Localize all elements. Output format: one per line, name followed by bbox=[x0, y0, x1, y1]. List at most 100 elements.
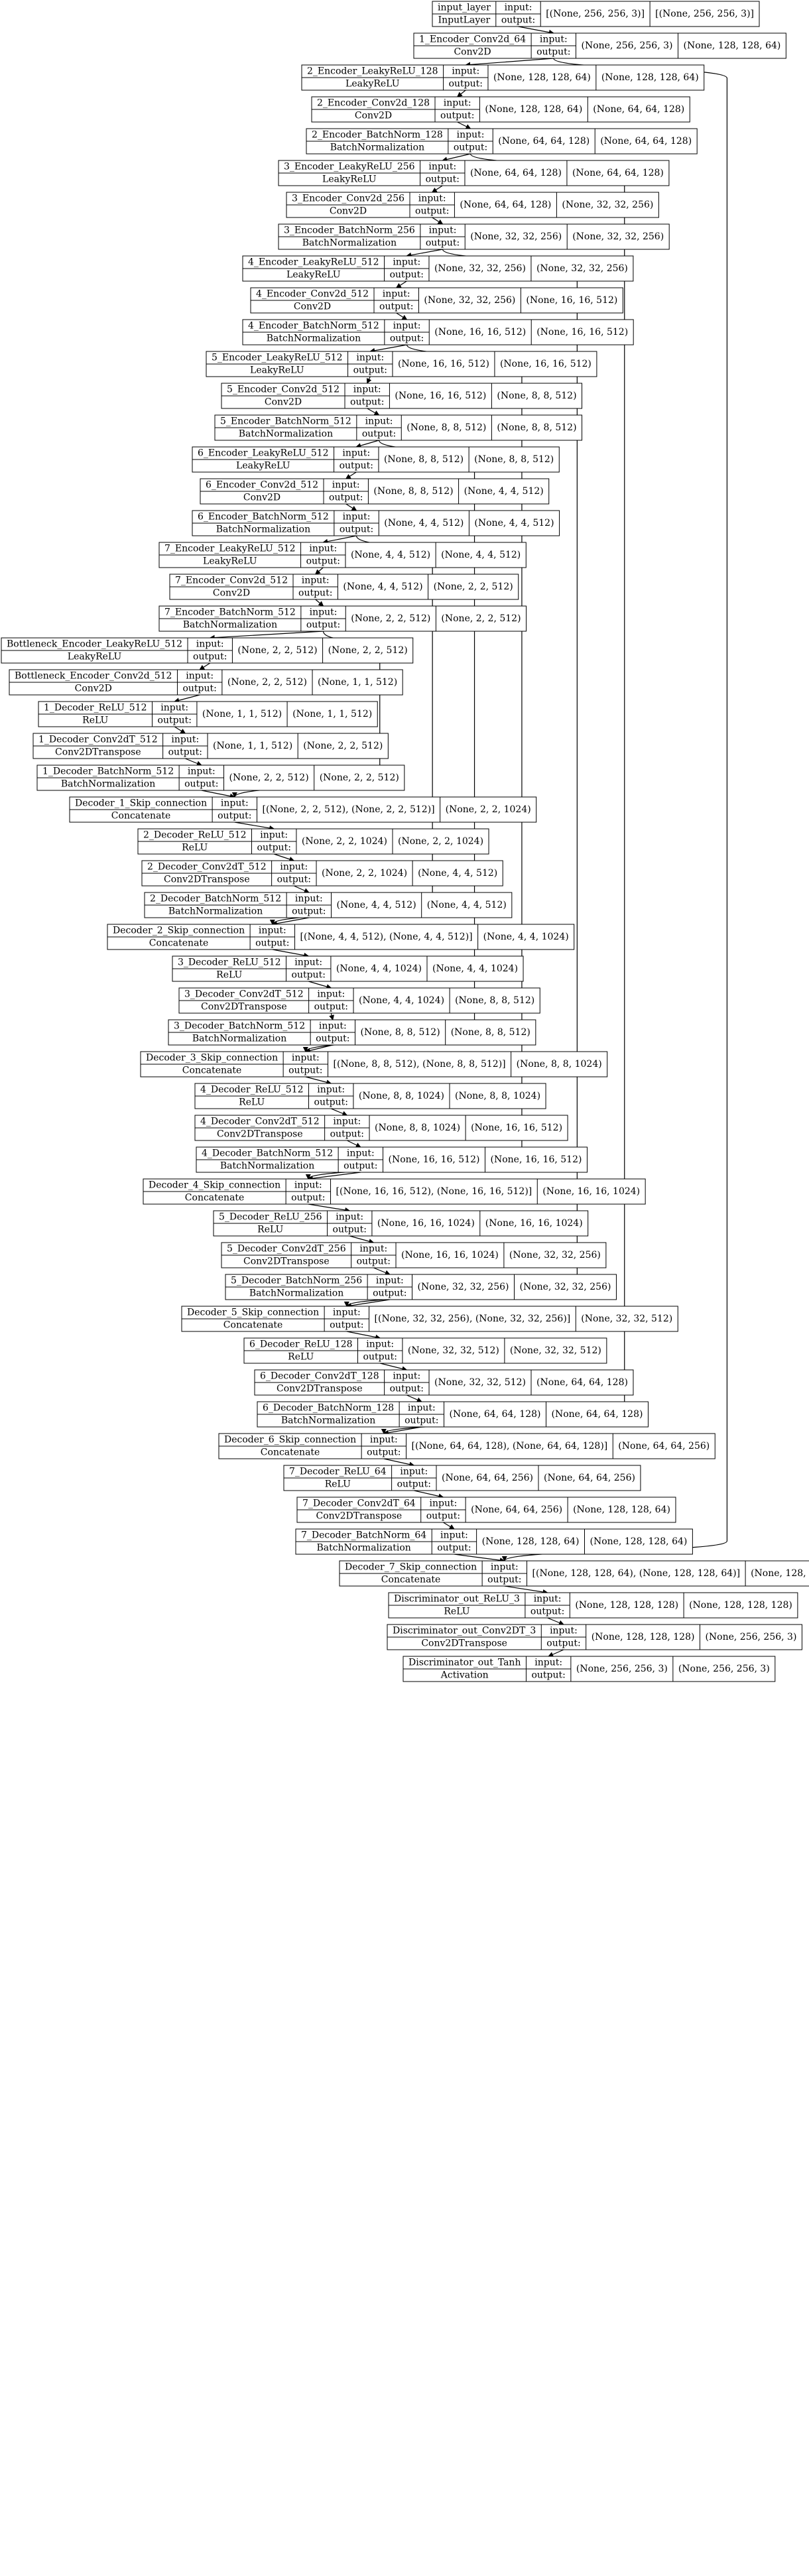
output-label: output: bbox=[390, 270, 424, 280]
layer-type: BatchNormalization bbox=[267, 334, 361, 344]
layer-name: 1_Decoder_ReLU_512 bbox=[44, 703, 147, 713]
edge-arrow bbox=[442, 153, 471, 162]
layer-name: input_layer bbox=[438, 3, 491, 13]
layer-node: 4_Decoder_ReLU_512ReLUinput:output:(None… bbox=[194, 1083, 546, 1109]
input-label: input: bbox=[440, 1530, 468, 1541]
output-shape: (None, 2, 2, 512) bbox=[303, 741, 383, 751]
layer-type: Conv2D bbox=[243, 493, 280, 503]
layer-type: Conv2D bbox=[75, 684, 112, 694]
output-shape: (None, 64, 64, 256) bbox=[544, 1473, 635, 1483]
output-label: output: bbox=[397, 1479, 431, 1490]
output-shape: (None, 256, 256, 3) bbox=[678, 1664, 770, 1674]
layer-node: 4_Encoder_LeakyReLU_512LeakyReLUinput:ou… bbox=[242, 255, 634, 282]
layer-type: BatchNormalization bbox=[239, 429, 333, 440]
input-label: input: bbox=[429, 225, 457, 236]
output-label: output: bbox=[390, 334, 424, 344]
layer-type: LeakyReLU bbox=[286, 270, 341, 280]
edge-arrow bbox=[355, 440, 379, 448]
node-frame bbox=[254, 1369, 634, 1396]
edge-arrow bbox=[174, 726, 186, 734]
layer-name: 4_Decoder_ReLU_512 bbox=[200, 1085, 304, 1095]
output-label: output: bbox=[357, 1257, 391, 1267]
layer-type: LeakyReLU bbox=[68, 652, 122, 662]
output-label: output: bbox=[454, 143, 487, 153]
layer-node: 5_Decoder_BatchNorm_256BatchNormalizatio… bbox=[225, 1274, 617, 1300]
input-label: input: bbox=[317, 1085, 345, 1095]
layer-name: Decoder_7_Skip_connection bbox=[345, 1562, 477, 1573]
layer-type: Conv2DTranspose bbox=[217, 1129, 303, 1140]
layer-node: 6_Encoder_Conv2d_512Conv2Dinput:output:(… bbox=[200, 478, 550, 505]
output-shape: (None, 2, 2, 512) bbox=[328, 645, 408, 656]
output-label: output: bbox=[218, 811, 251, 822]
edge-arrow bbox=[346, 1331, 381, 1340]
layer-name: 4_Encoder_Conv2d_512 bbox=[256, 289, 369, 300]
input-label: input: bbox=[310, 607, 338, 618]
input-label: input: bbox=[505, 3, 532, 13]
output-shape: (None, 4, 4, 1024) bbox=[432, 963, 518, 974]
input-shape: (None, 2, 2, 1024) bbox=[322, 868, 407, 879]
layer-type: Activation bbox=[440, 1670, 489, 1681]
layer-type: Concatenate bbox=[149, 938, 209, 949]
input-shape: (None, 64, 64, 128) bbox=[498, 136, 590, 147]
output-label: output: bbox=[531, 1670, 565, 1681]
layer-node: 6_Encoder_BatchNorm_512BatchNormalizatio… bbox=[192, 510, 560, 536]
layer-type: LeakyReLU bbox=[236, 461, 290, 471]
layer-name: 5_Decoder_BatchNorm_256 bbox=[231, 1276, 362, 1286]
layer-name: 5_Encoder_BatchNorm_512 bbox=[220, 416, 351, 427]
edge-arrow bbox=[174, 694, 200, 704]
output-label: output: bbox=[330, 1320, 363, 1331]
layer-type: Conv2DTranspose bbox=[55, 747, 141, 758]
layer-node: 6_Encoder_LeakyReLU_512LeakyReLUinput:ou… bbox=[192, 446, 560, 473]
layer-node: Decoder_3_Skip_connectionConcatenateinpu… bbox=[140, 1051, 608, 1077]
input-label: input: bbox=[171, 735, 199, 745]
input-label: input: bbox=[294, 1180, 322, 1191]
layer-node: Discriminator_out_ReLU_3ReLUinput:output… bbox=[388, 1592, 798, 1619]
edge-arrow bbox=[373, 1267, 391, 1276]
output-label: output: bbox=[314, 1002, 348, 1012]
input-label: input: bbox=[292, 1053, 320, 1064]
layer-node: 1_Decoder_Conv2dT_512Conv2DTransposeinpu… bbox=[32, 733, 389, 759]
layer-node: 7_Encoder_Conv2d_512Conv2Dinput:output:(… bbox=[169, 574, 519, 600]
input-label: input: bbox=[393, 1371, 420, 1382]
input-label: input: bbox=[317, 989, 345, 1000]
layer-name: Decoder_3_Skip_connection bbox=[146, 1053, 278, 1064]
layer-type: Concatenate bbox=[261, 1447, 320, 1458]
output-shape: (None, 256, 256, 3) bbox=[705, 1632, 796, 1642]
layer-type: Concatenate bbox=[381, 1575, 441, 1585]
edge-arrow bbox=[380, 1363, 408, 1372]
output-shape: (None, 16, 16, 512) bbox=[491, 1154, 582, 1165]
layer-name: Discriminator_out_Tanh bbox=[408, 1658, 521, 1668]
output-label: output: bbox=[437, 1543, 471, 1554]
layer-type: ReLU bbox=[239, 1097, 265, 1108]
layer-type: BatchNormalization bbox=[220, 1161, 314, 1172]
output-label: output: bbox=[316, 1034, 349, 1044]
layer-type: Conv2D bbox=[355, 111, 392, 121]
output-label: output: bbox=[367, 1447, 401, 1458]
layer-node: 5_Decoder_ReLU_256ReLUinput:output:(None… bbox=[213, 1210, 589, 1237]
input-shape: (None, 64, 64, 128) bbox=[470, 168, 562, 178]
edge-arrow bbox=[518, 26, 554, 35]
layer-name: 5_Decoder_Conv2dT_256 bbox=[227, 1244, 346, 1255]
layer-node: 4_Decoder_BatchNorm_512BatchNormalizatio… bbox=[196, 1146, 588, 1173]
layer-node: 3_Encoder_LeakyReLU_256LeakyReLUinput:ou… bbox=[278, 160, 670, 186]
layer-type: BatchNormalization bbox=[281, 1416, 375, 1426]
output-label: output: bbox=[340, 461, 373, 471]
output-label: output: bbox=[362, 429, 396, 440]
output-shape: (None, 128, 128, 64) bbox=[683, 40, 780, 51]
output-label: output: bbox=[184, 779, 218, 790]
output-label: output: bbox=[487, 1575, 521, 1585]
output-shape: (None, 16, 16, 512) bbox=[471, 1123, 562, 1133]
input-shape: (None, 16, 16, 1024) bbox=[377, 1218, 475, 1229]
layer-type: ReLU bbox=[444, 1607, 469, 1617]
input-shape: (None, 4, 4, 512) bbox=[343, 582, 422, 592]
layer-type: Conv2D bbox=[213, 588, 250, 599]
layer-node: 1_Encoder_Conv2d_64Conv2Dinput:output:(N… bbox=[413, 32, 786, 59]
edge-arrow bbox=[406, 249, 443, 258]
input-label: input: bbox=[370, 1435, 398, 1445]
layer-name: 3_Encoder_BatchNorm_256 bbox=[284, 225, 415, 236]
input-label: input: bbox=[260, 830, 288, 841]
output-shape: (None, 1, 1, 512) bbox=[318, 677, 397, 688]
layer-type: BatchNormalization bbox=[316, 1543, 410, 1554]
layer-name: Decoder_6_Skip_connection bbox=[224, 1435, 356, 1445]
output-shape: (None, 16, 16, 512) bbox=[526, 295, 617, 306]
